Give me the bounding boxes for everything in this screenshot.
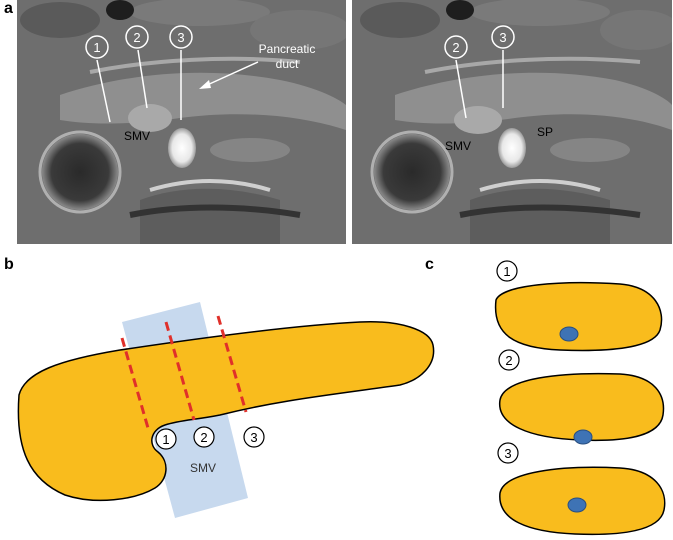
diagram-b-number-1: 1 <box>162 432 169 447</box>
cut-line-1 <box>120 337 150 429</box>
mri-left-number-2: 2 <box>133 30 140 45</box>
cross-section-marker-2 <box>498 349 520 371</box>
duct-dot-3 <box>567 497 587 513</box>
diagram-b-number-3: 3 <box>250 430 257 445</box>
duct-dot-1 <box>559 326 579 342</box>
panel-label-a: a <box>4 0 13 17</box>
mri-left-annotations: 1 2 3 SMV Pancreatic duct <box>85 25 316 143</box>
mri-right-marker-2 <box>444 35 468 59</box>
mri-left-duct-label-line2: duct <box>276 57 299 71</box>
diagram-b-marker-2 <box>193 426 215 448</box>
cut-line-3 <box>216 315 248 413</box>
mri-left-smv-label: SMV <box>124 129 150 143</box>
cross-sections: 1 2 3 <box>494 260 666 536</box>
duct-arrow <box>204 61 259 87</box>
mri-image-left <box>17 0 346 244</box>
mri-right-number-2: 2 <box>452 40 459 55</box>
cross-section-1 <box>494 281 663 352</box>
mri-left-duct-label-line1: Pancreatic <box>259 42 316 56</box>
cross-section-number-2: 2 <box>505 353 512 368</box>
cut-line-2 <box>164 321 196 421</box>
diagram-b-marker-3 <box>243 426 265 448</box>
mri-right-marker-3 <box>491 25 515 49</box>
mri-right-sp-label: SP <box>537 125 553 139</box>
mri-left-number-3: 3 <box>177 30 184 45</box>
panel-label-b: b <box>4 256 14 273</box>
duct-dot-2 <box>573 429 593 445</box>
diagram-b-smv-label: SMV <box>190 461 216 475</box>
diagram-b-number-2: 2 <box>200 430 207 445</box>
mri-left-number-1: 1 <box>93 40 100 55</box>
mri-right-annotations: 2 3 SMV SP <box>444 25 553 153</box>
pancreas-diagram: 1 2 3 SMV <box>17 302 435 518</box>
cross-section-marker-1 <box>496 260 518 282</box>
duct-arrow-head <box>199 80 211 89</box>
mri-right-number-3: 3 <box>499 30 506 45</box>
mri-left-marker-2 <box>125 25 149 49</box>
mri-left-marker-3 <box>169 25 193 49</box>
mri-right-smv-label: SMV <box>445 139 471 153</box>
mri-left-marker-1 <box>85 35 109 59</box>
diagram-b-marker-1 <box>155 428 177 450</box>
cross-section-marker-3 <box>497 442 519 464</box>
cross-section-number-3: 3 <box>504 446 511 461</box>
cross-section-2 <box>499 372 665 442</box>
mri-image-right <box>352 0 672 244</box>
cross-section-number-1: 1 <box>503 264 510 279</box>
panel-label-c: c <box>425 256 434 273</box>
